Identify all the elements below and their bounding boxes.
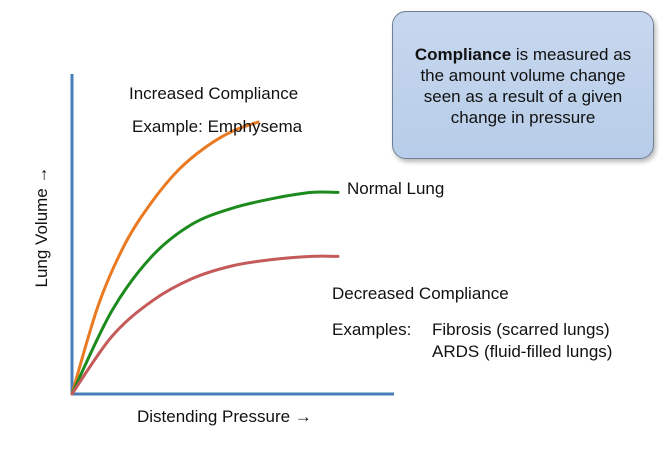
decreased-example-1: Fibrosis (scarred lungs) [432,320,610,339]
series-line-1 [70,120,260,396]
series-layer [70,120,340,396]
decreased-compliance-examples: Examples: Fibrosis (scarred lungs) ARDS … [332,320,642,364]
normal-lung-label: Normal Lung [347,179,445,198]
series-line-3 [70,254,340,396]
decreased-example-2: ARDS (fluid-filled lungs) [432,342,613,361]
series-line-2 [70,190,340,396]
y-axis-label: Lung Volume → [32,166,51,288]
x-axis-label: Distending Pressure → [137,407,312,426]
increased-compliance-label: Increased Compliance [129,84,299,103]
decreased-compliance-label: Decreased Compliance [332,284,509,303]
increased-compliance-example: Example: Emphysema [132,117,303,136]
callout-strong-text: Compliance [414,44,512,64]
callout-text: Compliance is measured as the amount vol… [407,44,639,129]
examples-label: Examples: [332,320,412,339]
callout-rest-text: is measured as the amount volume change … [420,44,632,128]
compliance-callout: Compliance is measured as the amount vol… [392,11,654,159]
